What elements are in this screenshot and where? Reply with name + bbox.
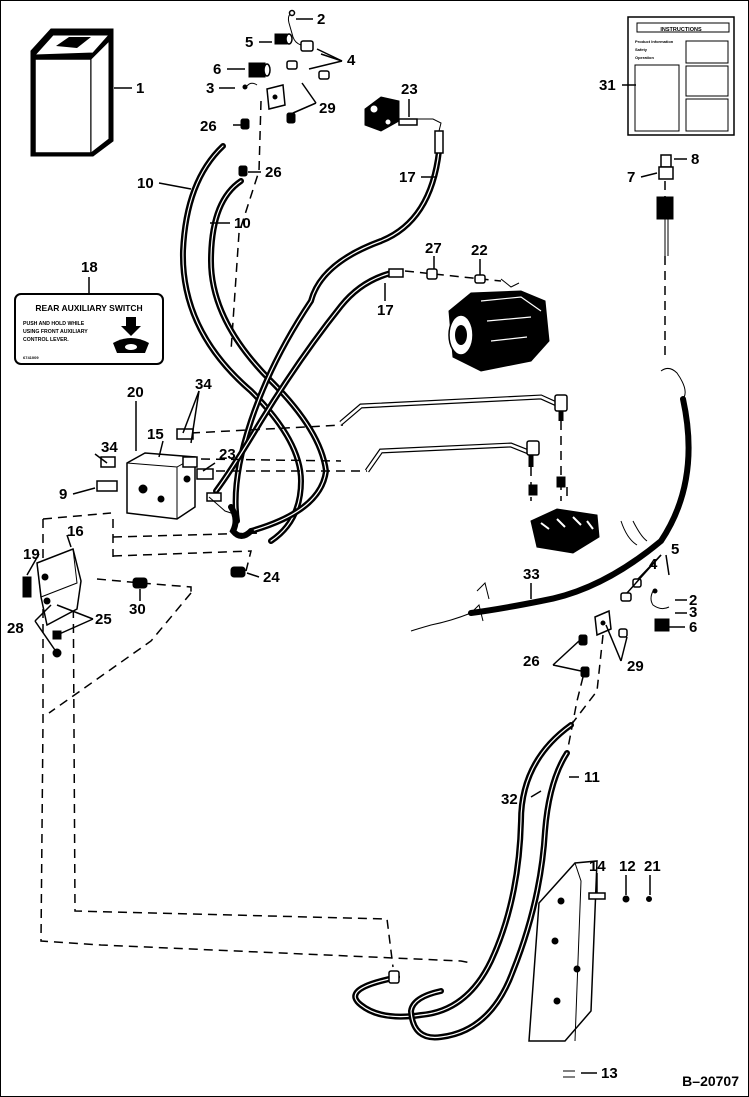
callout-29-right: 29 bbox=[627, 658, 644, 675]
callout-29-top: 29 bbox=[319, 100, 336, 117]
manual-card-line2: Safety bbox=[635, 47, 648, 52]
callout-4-right: 4 bbox=[649, 556, 658, 573]
callout-32: 32 bbox=[501, 791, 518, 808]
drawing-reference-code: B–20707 bbox=[682, 1073, 739, 1089]
control-valve-bank bbox=[528, 476, 600, 554]
callout-23-a: 23 bbox=[401, 81, 418, 98]
hydraulic-pump bbox=[448, 290, 550, 372]
callout-5-top: 5 bbox=[245, 34, 253, 51]
callout-26-c: 26 bbox=[523, 653, 540, 670]
callout-17-b: 17 bbox=[377, 302, 394, 319]
callout-27: 27 bbox=[425, 240, 442, 257]
manual-card-line1: Product Information bbox=[635, 39, 674, 44]
callout-17-a: 17 bbox=[399, 169, 416, 186]
manual-card: INSTRUCTIONS Product Information Safety … bbox=[627, 16, 735, 136]
wiring-harness-33 bbox=[410, 367, 692, 632]
manual-card-line3: Operation bbox=[635, 55, 654, 60]
callout-22: 22 bbox=[471, 242, 488, 259]
decal-part-no: 6741009 bbox=[23, 355, 39, 360]
callout-1: 1 bbox=[136, 80, 144, 97]
decal-line1: PUSH AND HOLD WHILE bbox=[23, 321, 85, 327]
hose-11-32-pair bbox=[352, 722, 574, 1041]
callout-11: 11 bbox=[584, 769, 600, 786]
callout-3-right: 3 bbox=[689, 604, 697, 621]
callout-6-right: 6 bbox=[689, 619, 697, 636]
callout-34-a: 34 bbox=[195, 376, 212, 393]
decal-line3: CONTROL LEVER. bbox=[23, 337, 69, 343]
callout-23-b: 23 bbox=[219, 446, 236, 463]
callout-2-top: 2 bbox=[317, 11, 325, 28]
hose-17-lower bbox=[213, 268, 404, 494]
callout-5-right: 5 bbox=[671, 541, 679, 558]
callout-30: 30 bbox=[129, 601, 146, 618]
callout-24: 24 bbox=[263, 569, 280, 586]
callout-26-a: 26 bbox=[200, 118, 217, 135]
callout-31: 31 bbox=[599, 77, 616, 94]
steel-lines bbox=[339, 394, 568, 473]
switch-assembly bbox=[656, 154, 674, 256]
hose-10-pair bbox=[179, 143, 330, 544]
callout-7: 7 bbox=[627, 169, 635, 186]
callout-12: 12 bbox=[619, 858, 636, 875]
rear-auxiliary-switch-decal: REAR AUXILIARY SWITCH PUSH AND HOLD WHIL… bbox=[14, 293, 164, 365]
callout-15: 15 bbox=[147, 426, 164, 443]
callout-6-top: 6 bbox=[213, 61, 221, 78]
top-fitting-cluster bbox=[238, 9, 330, 177]
right-fitting-cluster bbox=[578, 578, 670, 678]
callout-21: 21 bbox=[644, 858, 661, 875]
callout-2-right: 2 bbox=[689, 592, 697, 609]
callout-4-top: 4 bbox=[347, 52, 356, 69]
callout-28: 28 bbox=[7, 620, 24, 637]
valve-23-upper bbox=[364, 96, 418, 132]
callout-26-b: 26 bbox=[265, 164, 282, 181]
callout-13: 13 bbox=[601, 1065, 618, 1082]
callout-10-b: 10 bbox=[234, 215, 251, 232]
callout-19: 19 bbox=[23, 546, 40, 563]
callout-8: 8 bbox=[691, 151, 699, 168]
callout-14: 14 bbox=[589, 858, 606, 875]
bracket-16 bbox=[22, 547, 82, 658]
valve-block-15 bbox=[96, 428, 222, 520]
callout-3-top: 3 bbox=[206, 80, 214, 97]
mounting-panel-13 bbox=[528, 860, 652, 1078]
callout-10-a: 10 bbox=[137, 175, 154, 192]
callout-18: 18 bbox=[81, 259, 98, 276]
callout-9: 9 bbox=[59, 486, 67, 503]
manual-card-header: INSTRUCTIONS bbox=[660, 27, 702, 33]
callout-20: 20 bbox=[127, 384, 144, 401]
callout-33: 33 bbox=[523, 566, 540, 583]
cover-box-part bbox=[30, 28, 114, 157]
decal-line2: USING FRONT AUXILIARY bbox=[23, 329, 88, 335]
callout-16: 16 bbox=[67, 523, 84, 540]
decal-title: REAR AUXILIARY SWITCH bbox=[35, 303, 142, 313]
callout-25: 25 bbox=[95, 611, 112, 628]
callout-34-b: 34 bbox=[101, 439, 118, 456]
